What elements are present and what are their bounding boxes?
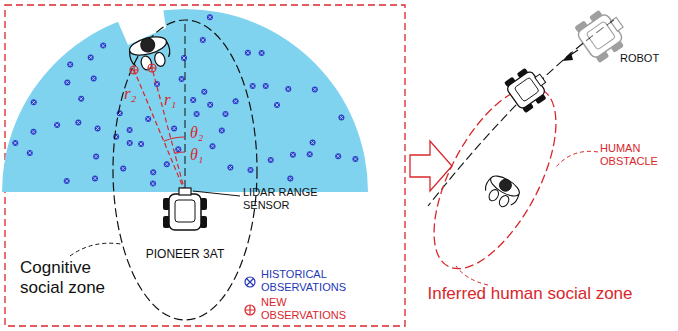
legend-symbol — [244, 276, 256, 288]
robot-label: PIONEER 3AT — [145, 248, 225, 262]
zone-label: Cognitive social zone — [20, 258, 125, 297]
robot-figure — [163, 188, 207, 230]
angle-label: θ₂ — [190, 124, 203, 142]
leader-line — [555, 151, 598, 168]
range-label: r₂ — [124, 84, 137, 104]
legend-text: HISTORICAL OBSERVATIONS — [261, 268, 361, 294]
legend-symbol — [244, 304, 256, 316]
leader-line — [456, 266, 488, 285]
robot-figure — [503, 63, 554, 114]
legend-text: NEW OBSERVATIONS — [261, 296, 361, 322]
human-figure — [480, 172, 523, 212]
angle-arc — [175, 152, 185, 153]
leader-line — [70, 243, 121, 256]
range-line — [152, 68, 185, 192]
social-zone-ellipse — [113, 20, 257, 320]
range-label: r₁ — [164, 90, 177, 110]
angle-label: θ₁ — [190, 146, 203, 164]
robot-label: ROBOT — [620, 52, 659, 65]
range-line — [134, 70, 185, 192]
obstacle-label: HUMAN OBSTACLE — [600, 142, 672, 167]
leader-line — [193, 191, 240, 196]
new-observations — [130, 64, 156, 74]
motion-arrow — [562, 52, 573, 61]
human-figure — [126, 33, 173, 73]
lidar-fan — [2, 9, 368, 192]
sensor-label: LIDAR RANGE SENSOR — [243, 186, 343, 211]
angle-arc — [164, 137, 185, 141]
heading-line — [185, 22, 186, 188]
zone-label: Inferred human social zone — [425, 284, 635, 304]
inferred-social-zone — [409, 69, 581, 287]
